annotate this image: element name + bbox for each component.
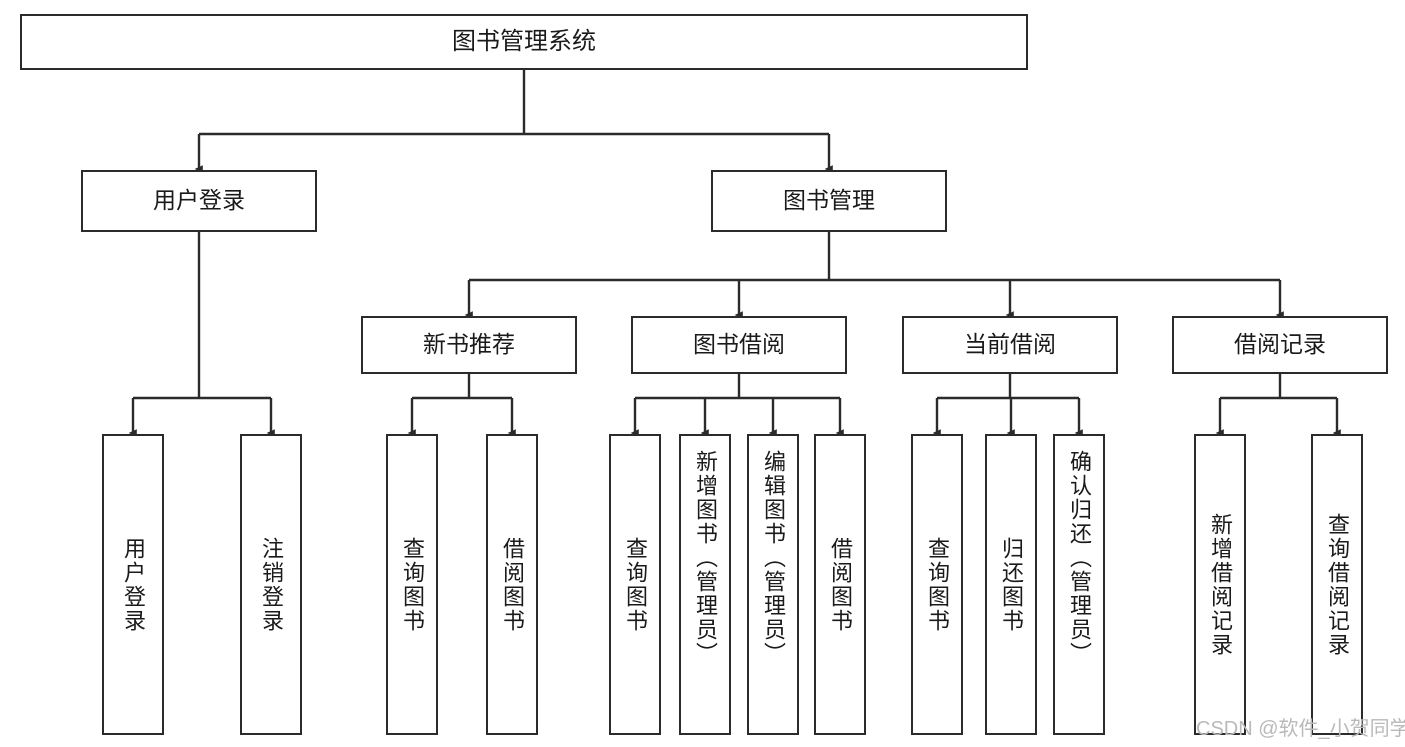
node-user-login[interactable]: 用户登录: [81, 170, 317, 232]
node-label: 查询借阅记录: [1325, 512, 1350, 657]
node-label: 图书管理系统: [452, 27, 596, 55]
node-label: 查询图书: [400, 536, 425, 633]
node-book-borrow[interactable]: 图书借阅: [631, 316, 847, 374]
node-leaf-return-book[interactable]: 归还图书: [985, 434, 1037, 735]
node-leaf-logout[interactable]: 注销登录: [240, 434, 302, 735]
node-label: 注销登录: [259, 536, 284, 633]
node-new-book-recommend[interactable]: 新书推荐: [361, 316, 577, 374]
node-label: 图书借阅: [693, 331, 785, 358]
node-label: 借阅图书: [828, 536, 853, 633]
node-label: 新增借阅记录: [1208, 512, 1233, 657]
node-label: 图书管理: [783, 187, 875, 214]
node-label: 归还图书: [999, 536, 1024, 633]
node-leaf-edit-book-admin[interactable]: 编辑图书（管理员）: [747, 434, 799, 735]
node-book-management[interactable]: 图书管理: [711, 170, 947, 232]
node-label: 查询图书: [925, 536, 950, 633]
node-leaf-add-borrow-record[interactable]: 新增借阅记录: [1194, 434, 1246, 735]
node-leaf-query-borrow-record[interactable]: 查询借阅记录: [1311, 434, 1363, 735]
node-leaf-query-book-current[interactable]: 查询图书: [911, 434, 963, 735]
node-current-borrow[interactable]: 当前借阅: [902, 316, 1118, 374]
node-borrow-record[interactable]: 借阅记录: [1172, 316, 1388, 374]
node-leaf-borrow-book-recommend[interactable]: 借阅图书: [486, 434, 538, 735]
node-label: 当前借阅: [964, 331, 1056, 358]
node-label: 确认归还（管理员）: [1067, 450, 1092, 666]
node-label: 新增图书（管理员）: [693, 450, 718, 666]
node-leaf-query-book-recommend[interactable]: 查询图书: [386, 434, 438, 735]
node-leaf-confirm-return-admin[interactable]: 确认归还（管理员）: [1053, 434, 1105, 735]
node-label: 编辑图书（管理员）: [761, 450, 786, 666]
node-label: 新书推荐: [423, 331, 515, 358]
node-leaf-borrow-book[interactable]: 借阅图书: [814, 434, 866, 735]
node-label: 用户登录: [153, 187, 245, 214]
node-label: 借阅记录: [1234, 331, 1326, 358]
node-leaf-user-login[interactable]: 用户登录: [102, 434, 164, 735]
node-label: 查询图书: [623, 536, 648, 633]
node-leaf-query-book-borrow[interactable]: 查询图书: [609, 434, 661, 735]
node-root-book-management-system[interactable]: 图书管理系统: [20, 14, 1028, 70]
node-label: 借阅图书: [500, 536, 525, 633]
node-leaf-add-book-admin[interactable]: 新增图书（管理员）: [679, 434, 731, 735]
node-label: 用户登录: [121, 536, 146, 633]
